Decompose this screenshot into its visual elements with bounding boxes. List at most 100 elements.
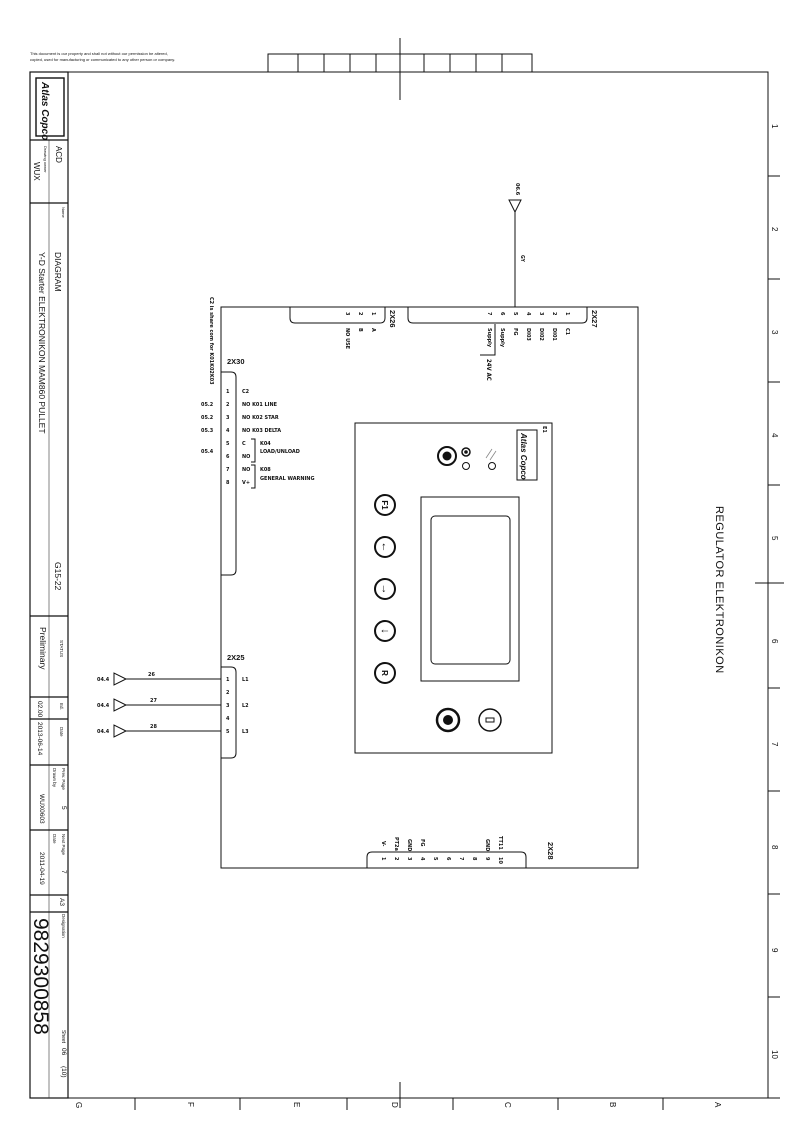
x27-label: Supply — [499, 328, 505, 348]
x30-label: NO K02 STAR — [242, 415, 279, 421]
x27-pin: 2 — [551, 312, 557, 316]
designation-label: Designation — [61, 914, 66, 938]
x26-label: B — [357, 328, 363, 332]
zone-number-4: 4 — [770, 433, 779, 438]
sheet-value: 06 — [60, 1048, 67, 1056]
connector-2x30-name: 2X30 — [227, 357, 245, 366]
regulator-box — [220, 306, 639, 869]
x28-pin: 9 — [484, 857, 490, 861]
connector-2x28-name: 2X28 — [546, 842, 555, 860]
x26-label: NO USE — [344, 328, 350, 350]
x30-k08: K08 — [260, 467, 271, 473]
x27-pin: 1 — [564, 312, 570, 316]
f1-key[interactable]: F1 — [374, 494, 396, 516]
x30-label: C — [242, 441, 246, 447]
right-zone-ticks — [768, 175, 780, 998]
next-page-value: 7 — [60, 870, 67, 874]
f1-key-label: F1 — [380, 500, 389, 510]
drawn-by-label: Drawn by — [52, 768, 57, 788]
zone-number-3: 3 — [770, 330, 779, 335]
start-button[interactable] — [435, 707, 461, 733]
device-label: E1 — [541, 426, 547, 433]
x26-pin: 1 — [370, 312, 376, 316]
x27-supply-bracket — [480, 324, 496, 356]
zone-number-2: 2 — [770, 227, 779, 232]
prev-page-value: 5 — [60, 806, 67, 810]
x28-pin: 5 — [432, 857, 438, 861]
x30-k04-bracket — [251, 438, 256, 463]
x27-pin: 4 — [525, 312, 531, 316]
x30-k04-desc: LOAD/UNLOAD — [260, 449, 300, 455]
x25-pin: 3 — [226, 703, 230, 709]
x28-label: PT2a — [393, 837, 399, 851]
x27-label: DI02 — [538, 328, 544, 341]
sheet-total: (10) — [60, 1066, 67, 1078]
date-value: 2013-06-14 — [36, 722, 43, 756]
x30-k04: K04 — [260, 441, 271, 447]
date2-value: 2011-04-19 — [38, 852, 45, 885]
left-arrow-key[interactable]: ← — [374, 536, 396, 558]
diagram-title: DIAGRAM — [53, 252, 63, 292]
zone-number-6: 6 — [770, 639, 779, 644]
date2-label: Date — [52, 834, 57, 844]
x30-label: C2 — [242, 389, 250, 395]
brand-logo-text: Atlas Copco — [39, 81, 50, 140]
zone-number-1: 1 — [770, 124, 779, 129]
status-value: Preliminary — [38, 627, 48, 670]
zone-number-9: 9 — [770, 948, 779, 953]
zone-letter-b: B — [608, 1102, 617, 1107]
x25-wires — [113, 672, 221, 738]
x25-pin: 1 — [226, 677, 230, 683]
prev-page-label: Prev. Page — [61, 768, 66, 790]
x30-pin: 1 — [226, 389, 230, 395]
wire-gy-label: GY — [519, 255, 525, 263]
diagram-subtitle: Y-D Starter ELEKTRONIKON MAM860 PULLET — [37, 252, 47, 434]
x30-label: V+ — [242, 480, 250, 486]
wire-number: 27 — [150, 698, 157, 704]
x27-label: DI01 — [551, 328, 557, 341]
down-arrow-icon: ↓ — [379, 628, 391, 634]
stop-button[interactable] — [478, 708, 502, 732]
x28-label: GND — [406, 839, 412, 851]
x27-label: FG — [512, 328, 518, 335]
x30-k08-desc: GENERAL WARNING — [260, 476, 315, 482]
date-label: Date — [59, 727, 64, 737]
bottom-zone-ticks — [134, 1098, 664, 1110]
x30-label: NO K03 DELTA — [242, 428, 281, 434]
reset-key[interactable]: R — [374, 662, 396, 684]
zone-letter-g: G — [74, 1102, 83, 1108]
x30-note: C2 is share com for K01K02K03 — [208, 297, 214, 385]
reset-key-label: R — [380, 670, 389, 676]
x30-k08-bracket — [251, 464, 256, 489]
zone-number-10: 10 — [770, 1050, 779, 1059]
drawn-by-value: WUX0603 — [38, 794, 45, 824]
down-arrow-key[interactable]: ↓ — [374, 620, 396, 642]
x28-label: V- — [380, 841, 386, 846]
x30-pin: 7 — [226, 467, 230, 473]
x25-label: L2 — [242, 703, 249, 709]
right-arrow-icon: → — [379, 584, 391, 595]
connector-2x28-bracket — [366, 851, 527, 868]
ref-top-arrow — [508, 199, 522, 214]
connector-2x25-name: 2X25 — [227, 653, 245, 662]
x25-ref: 04.4 — [97, 703, 110, 709]
brand-logo — [35, 77, 65, 137]
zone-number-5: 5 — [770, 536, 779, 541]
connector-2x27-name: 2X27 — [590, 310, 599, 328]
paper-size: A3 — [58, 898, 65, 906]
x30-ref: 05.2 — [201, 402, 214, 408]
x25-label: L3 — [242, 729, 249, 735]
name-label: Name — [61, 207, 66, 218]
device-logo-text: Atlas Copco — [519, 432, 528, 480]
display-screen — [430, 515, 511, 665]
x28-label: TT11 — [497, 836, 503, 850]
regulator-label: REGULATOR ELEKTRONIKON — [713, 506, 725, 674]
edition-label: Ed. — [59, 703, 64, 710]
zone-letter-f: F — [186, 1102, 195, 1107]
notice-line-1: This document is our property and shall … — [30, 51, 168, 56]
right-arrow-key[interactable]: → — [374, 578, 396, 600]
x28-pin: 2 — [393, 857, 399, 861]
x28-pin: 8 — [471, 857, 477, 861]
x27-label: Supply — [486, 328, 492, 348]
x30-label: NO — [242, 454, 250, 460]
